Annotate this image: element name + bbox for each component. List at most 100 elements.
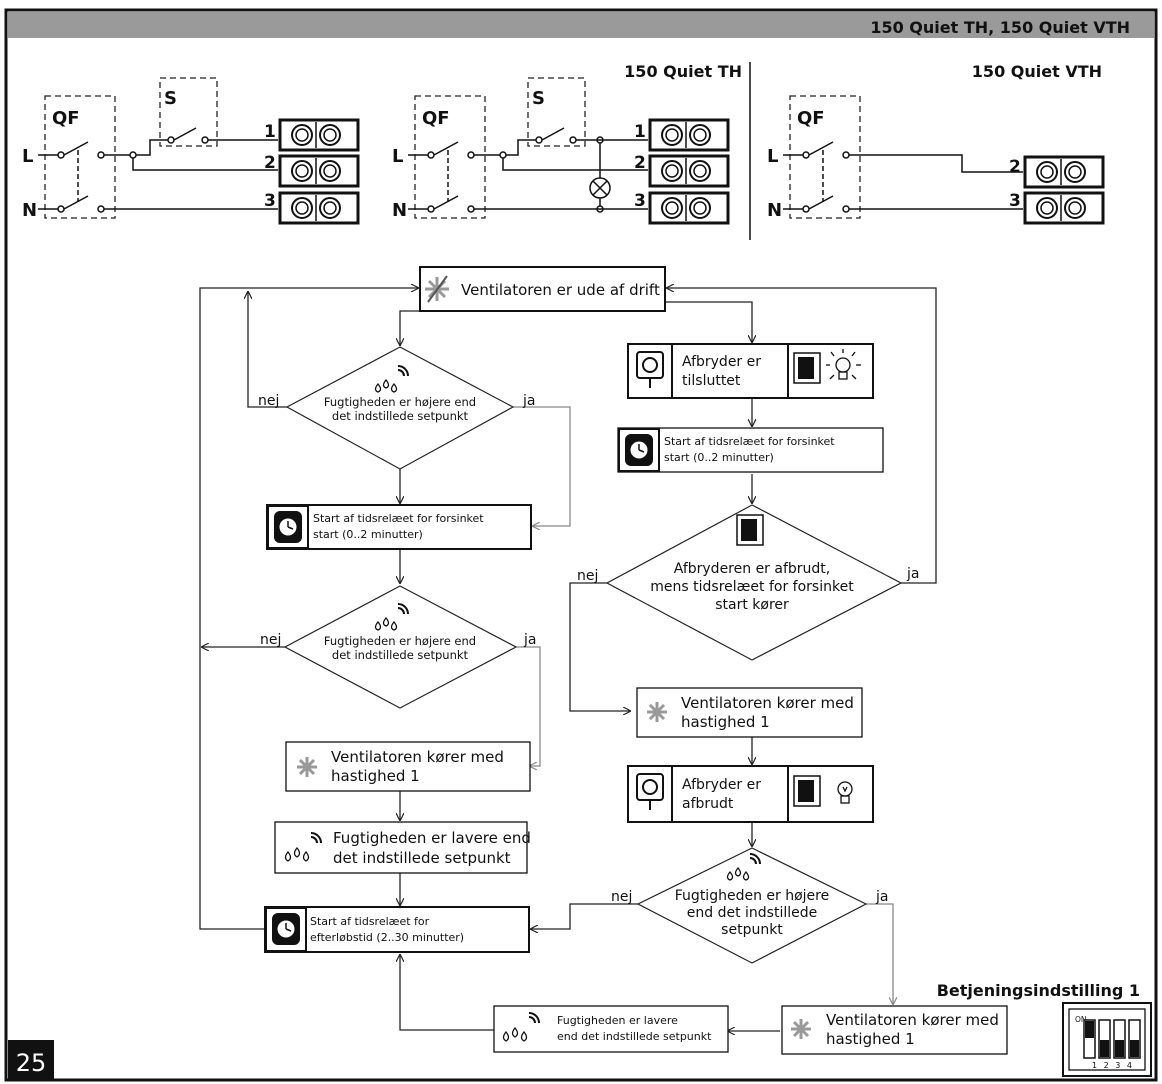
- fan-icon: [791, 1019, 811, 1039]
- node-afterrun-timer-line2: efterløbstid (2..30 minutter): [310, 931, 464, 944]
- node-switch-off: Afbryder er afbrudt: [627, 765, 874, 823]
- decision-humidity-1: Fugtigheden er højere end det indstilled…: [285, 346, 515, 470]
- node-delay-start-1: Start af tidsrelæet for forsinket start …: [266, 504, 532, 550]
- page-number: 25: [16, 1049, 47, 1077]
- decision-humidity-4-line1: Fugtigheden er højere: [675, 888, 829, 904]
- node-fan-speed1-c-line2: hastighed 1: [826, 1030, 915, 1048]
- label-ja-4: ja: [875, 889, 888, 905]
- n-label-2: N: [392, 200, 407, 221]
- label-ja-3: ja: [906, 566, 919, 582]
- operating-mode-title: Betjeningsindstilling 1: [937, 981, 1140, 1000]
- node-fan-speed1-c: Ventilatoren kører med hastighed 1: [781, 1005, 1008, 1055]
- node-fan-off: Ventilatoren er ude af drift: [419, 266, 666, 312]
- l-label-2: L: [392, 146, 403, 167]
- decision-3-line1: Afbryderen er afbrudt,: [674, 561, 831, 577]
- qf-label-2: QF: [422, 108, 450, 129]
- page-number-box: [8, 1040, 54, 1080]
- label-nej-4: nej: [611, 889, 632, 905]
- decision-humidity-2-line2: det indstillede setpunkt: [332, 648, 469, 662]
- node-delay-start-1-line1: Start af tidsrelæet for forsinket: [313, 512, 484, 525]
- dip-switch-icon: [1083, 1019, 1141, 1059]
- terminal-3-c: 3: [1009, 191, 1021, 211]
- label-nej-1: nej: [258, 393, 279, 409]
- flow-connectors: [199, 288, 937, 1031]
- node-humidity-low-2-line2: end det indstillede setpunkt: [557, 1030, 712, 1043]
- humidity-icon: [374, 365, 409, 393]
- humidity-icon: [502, 1012, 540, 1042]
- operating-mode: Betjeningsindstilling 1 ON 1 2 3 4: [937, 981, 1152, 1077]
- node-switch-off-line2: afbrudt: [682, 796, 734, 812]
- node-delay-start-2-line2: start (0..2 minutter): [664, 451, 774, 464]
- fan-icon: [297, 757, 317, 777]
- node-delay-start-1-line2: start (0..2 minutter): [313, 528, 423, 541]
- terminal-2-b: 2: [634, 153, 646, 173]
- terminal-3-a: 3: [264, 191, 276, 211]
- humidity-icon: [284, 832, 322, 862]
- vth-title: 150 Quiet VTH: [972, 62, 1102, 81]
- node-delay-start-2: Start af tidsrelæet for forsinket start …: [617, 427, 884, 473]
- humidity-icon: [374, 603, 409, 631]
- node-humidity-low-1-line2: det indstillede setpunkt: [333, 849, 511, 867]
- decision-humidity-1-line2: det indstillede setpunkt: [332, 409, 469, 423]
- s-label-1: S: [164, 88, 177, 109]
- node-fan-speed1-a: Ventilatoren kører med hastighed 1: [285, 741, 531, 792]
- decision-3-line3: start kører: [715, 597, 789, 613]
- decision-humidity-1-line1: Fugtigheden er højere end: [324, 395, 476, 409]
- switch-icon: [636, 351, 664, 388]
- header-models: 150 Quiet TH, 150 Quiet VTH: [870, 18, 1130, 37]
- node-switch-on: Afbryder er tilsluttet: [627, 343, 874, 399]
- label-ja-1: ja: [522, 393, 535, 409]
- label-ja-2: ja: [523, 632, 536, 648]
- decision-humidity-4: Fugtigheden er højere end det indstilled…: [636, 847, 868, 964]
- wall-switch-icon: [736, 514, 764, 546]
- n-label-1: N: [22, 200, 37, 221]
- node-switch-on-line2: tilsluttet: [682, 373, 741, 389]
- qf-label-1: QF: [52, 108, 80, 129]
- node-switch-on-line1: Afbryder er: [682, 354, 761, 370]
- timer-icon: [625, 434, 653, 466]
- wiring-diagram-vth: 150 Quiet VTH QF L N 2 3: [767, 62, 1105, 225]
- node-fan-speed1-a-line1: Ventilatoren kører med: [331, 748, 504, 766]
- terminal-2-c: 2: [1009, 157, 1021, 177]
- dip-numbers: 1 2 3 4: [1092, 1061, 1132, 1070]
- terminal-1-a: 1: [264, 122, 276, 142]
- qf-label-3: QF: [797, 108, 825, 129]
- node-humidity-low-1: Fugtigheden er lavere end det indstilled…: [274, 821, 531, 874]
- node-afterrun-timer: Start af tidsrelæet for efterløbstid (2.…: [264, 906, 530, 953]
- timer-icon: [274, 511, 302, 543]
- wiring-diagram-1: QF S L N 1 2 3: [22, 77, 360, 225]
- node-fan-speed1-b-line1: Ventilatoren kører med: [681, 694, 854, 712]
- node-humidity-low-1-line1: Fugtigheden er lavere end: [333, 829, 531, 847]
- l-label-1: L: [22, 146, 33, 167]
- decision-humidity-2-line1: Fugtigheden er højere end: [324, 634, 476, 648]
- wiring-diagram-th: 150 Quiet TH QF S L N 1 2 3: [392, 62, 742, 225]
- node-delay-start-2-line1: Start af tidsrelæet for forsinket: [664, 435, 835, 448]
- bulb-off-icon: [837, 781, 853, 804]
- label-nej-2: nej: [260, 632, 281, 648]
- terminal-3-b: 3: [634, 191, 646, 211]
- node-humidity-low-2: Fugtigheden er lavere end det indstilled…: [493, 1005, 729, 1053]
- humidity-icon: [726, 853, 761, 881]
- page-border: [4, 8, 1158, 1082]
- node-afterrun-timer-line1: Start af tidsrelæet for: [310, 915, 430, 928]
- l-label-3: L: [767, 146, 778, 167]
- node-fan-off-text: Ventilatoren er ude af drift: [461, 281, 660, 299]
- node-fan-speed1-a-line2: hastighed 1: [331, 767, 420, 785]
- node-fan-speed1-b-line2: hastighed 1: [681, 713, 770, 731]
- flow-connectors-ja: [513, 406, 893, 1004]
- s-label-2: S: [532, 88, 545, 109]
- dip-on-label: ON: [1075, 1015, 1087, 1024]
- bulb-on-icon: [826, 349, 861, 380]
- decision-3-line2: mens tidsrelæet for forsinket: [650, 579, 854, 595]
- label-nej-3: nej: [577, 568, 598, 584]
- n-label-3: N: [767, 200, 782, 221]
- decision-humidity-4-line2: end det indstillede: [687, 905, 817, 921]
- decision-humidity-2: Fugtigheden er højere end det indstilled…: [283, 585, 518, 709]
- fan-icon: [647, 702, 667, 722]
- th-title: 150 Quiet TH: [624, 62, 742, 81]
- fan-off-icon: [425, 275, 449, 303]
- terminal-2-a: 2: [264, 153, 276, 173]
- node-fan-speed1-c-line1: Ventilatoren kører med: [826, 1011, 999, 1029]
- decision-humidity-4-line3: setpunkt: [721, 922, 783, 938]
